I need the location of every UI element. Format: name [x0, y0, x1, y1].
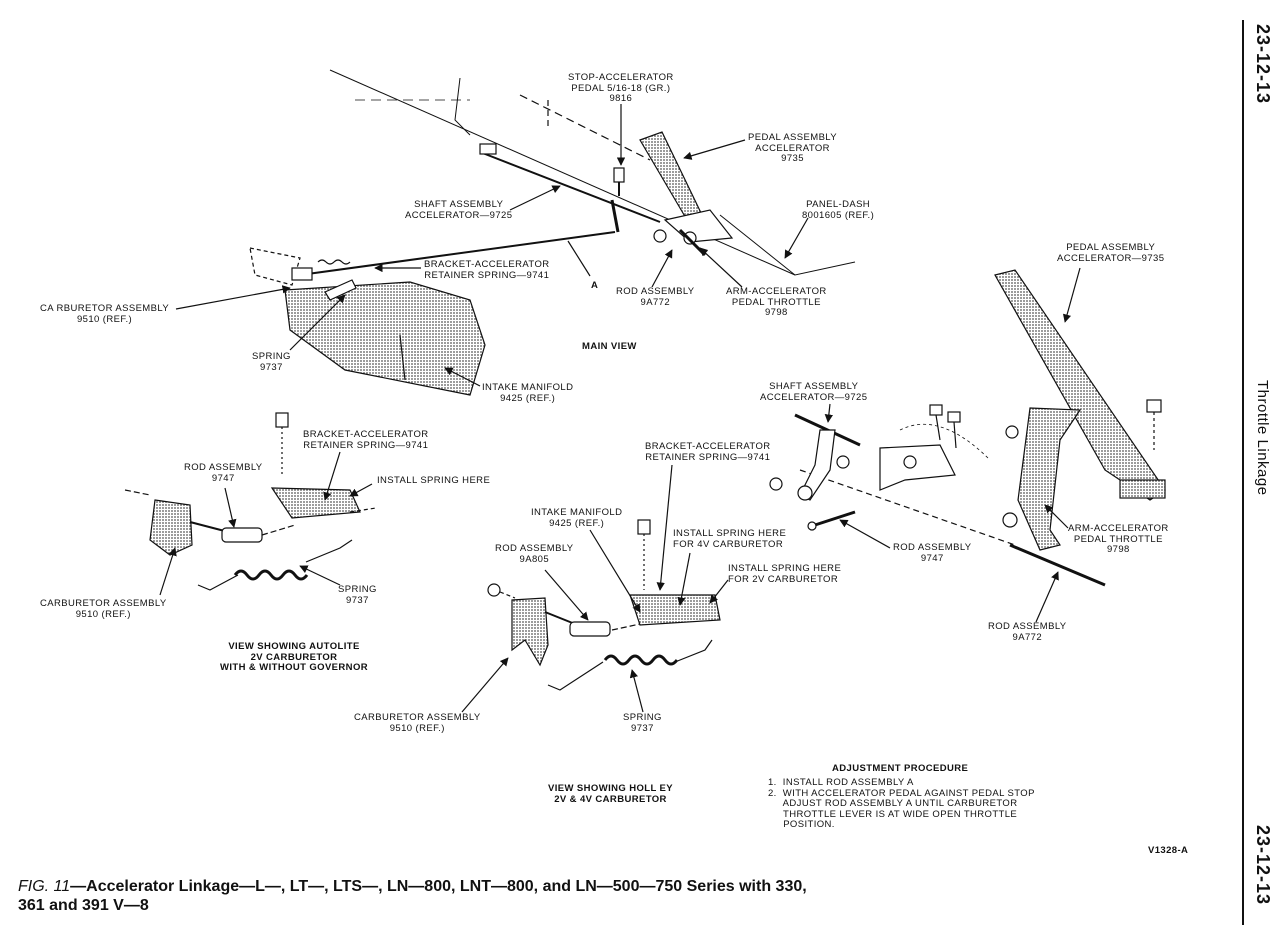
label-arm-main: ARM-ACCELERATOR PEDAL THROTTLE 9798	[726, 286, 827, 318]
label-panel-dash: PANEL-DASH 8001605 (REF.)	[802, 199, 875, 221]
main-view-title: MAIN VIEW	[582, 341, 637, 352]
adjustment-step: POSITION.	[768, 819, 835, 830]
label-intake-main: INTAKE MANIFOLD 9425 (REF.)	[482, 382, 574, 404]
holley-view-drawing	[487, 519, 721, 691]
adjustment-step: ADJUST ROD ASSEMBLY A UNTIL CARBURETOR	[768, 798, 1018, 809]
figure-id: V1328-A	[1148, 845, 1189, 856]
label-install-4v: INSTALL SPRING HERE FOR 4V CARBURETOR	[673, 528, 787, 550]
caption-prefix: FIG. 11	[18, 878, 71, 895]
label-carb-main: CA RBURETOR ASSEMBLY 9510 (REF.)	[40, 303, 170, 325]
section-title: Throttle Linkage	[1254, 380, 1271, 496]
leader-lines	[159, 104, 1081, 713]
autolite-view-drawing	[124, 412, 377, 591]
figure-caption: FIG. 11—Accelerator Linkage—L—, LT—, LTS…	[18, 877, 807, 915]
label-carb-holley: CARBURETOR ASSEMBLY 9510 (REF.)	[354, 712, 481, 734]
label-spring-holley: SPRING 9737	[623, 712, 662, 734]
label-stop-pedal: STOP-ACCELERATOR PEDAL 5/16-18 (GR.) 981…	[568, 72, 674, 104]
label-intake-holley: INTAKE MANIFOLD 9425 (REF.)	[531, 507, 623, 529]
page-number-top: 23-12-13	[1253, 24, 1273, 105]
label-rod-9a772-right: ROD ASSEMBLY 9A772	[988, 621, 1067, 643]
label-bracket-main: BRACKET-ACCELERATOR RETAINER SPRING—9741	[424, 259, 550, 281]
label-shaft-assembly-right: SHAFT ASSEMBLY ACCELERATOR—9725	[760, 381, 868, 403]
holley-view-title: VIEW SHOWING HOLL EY 2V & 4V CARBURETOR	[548, 783, 673, 805]
adjustment-step: 2. WITH ACCELERATOR PEDAL AGAINST PEDAL …	[768, 787, 1035, 799]
label-install-spring-here: INSTALL SPRING HERE	[377, 475, 491, 486]
label-rod-9a805: ROD ASSEMBLY 9A805	[495, 543, 574, 565]
autolite-view-title: VIEW SHOWING AUTOLITE 2V CARBURETOR WITH…	[220, 641, 368, 673]
main-view-drawing	[249, 69, 856, 396]
label-pedal-assembly-right: PEDAL ASSEMBLY ACCELERATOR—9735	[1057, 242, 1165, 264]
label-pedal-assembly-main: PEDAL ASSEMBLY ACCELERATOR 9735	[748, 132, 838, 164]
label-rod-9747-autolite: ROD ASSEMBLY 9747	[184, 462, 263, 484]
adjustment-steps: 1. INSTALL ROD ASSEMBLY A 2. WITH ACCELE…	[768, 777, 1035, 831]
adjustment-step: 1. INSTALL ROD ASSEMBLY A	[768, 777, 914, 788]
label-carb-autolite: CARBURETOR ASSEMBLY 9510 (REF.)	[40, 598, 167, 620]
adjustment-step: THROTTLE LEVER IS AT WIDE OPEN THROTTLE	[768, 808, 1018, 820]
label-arm-right: ARM-ACCELERATOR PEDAL THROTTLE 9798	[1068, 523, 1169, 555]
caption-line2: 361 and 391 V—8	[18, 897, 149, 914]
label-spring-autolite: SPRING 9737	[338, 584, 377, 606]
label-rod-9a772-main: ROD ASSEMBLY 9A772	[616, 286, 695, 308]
exploded-view-drawing	[769, 269, 1166, 587]
label-spring-main: SPRING 9737	[252, 351, 291, 373]
label-point-a: A	[591, 280, 599, 291]
label-rod-9747-right: ROD ASSEMBLY 9747	[893, 542, 972, 564]
adjustment-title: ADJUSTMENT PROCEDURE	[832, 763, 969, 774]
label-bracket-holley: BRACKET-ACCELERATOR RETAINER SPRING—9741	[645, 441, 771, 463]
caption-line1: —Accelerator Linkage—L—, LT—, LTS—, LN—8…	[70, 878, 807, 895]
page-number-bottom: 23-12-13	[1253, 825, 1273, 906]
label-bracket-autolite: BRACKET-ACCELERATOR RETAINER SPRING—9741	[303, 429, 429, 451]
label-install-2v: INSTALL SPRING HERE FOR 2V CARBURETOR	[728, 563, 842, 585]
label-shaft-assembly-main: SHAFT ASSEMBLY ACCELERATOR—9725	[405, 199, 513, 221]
